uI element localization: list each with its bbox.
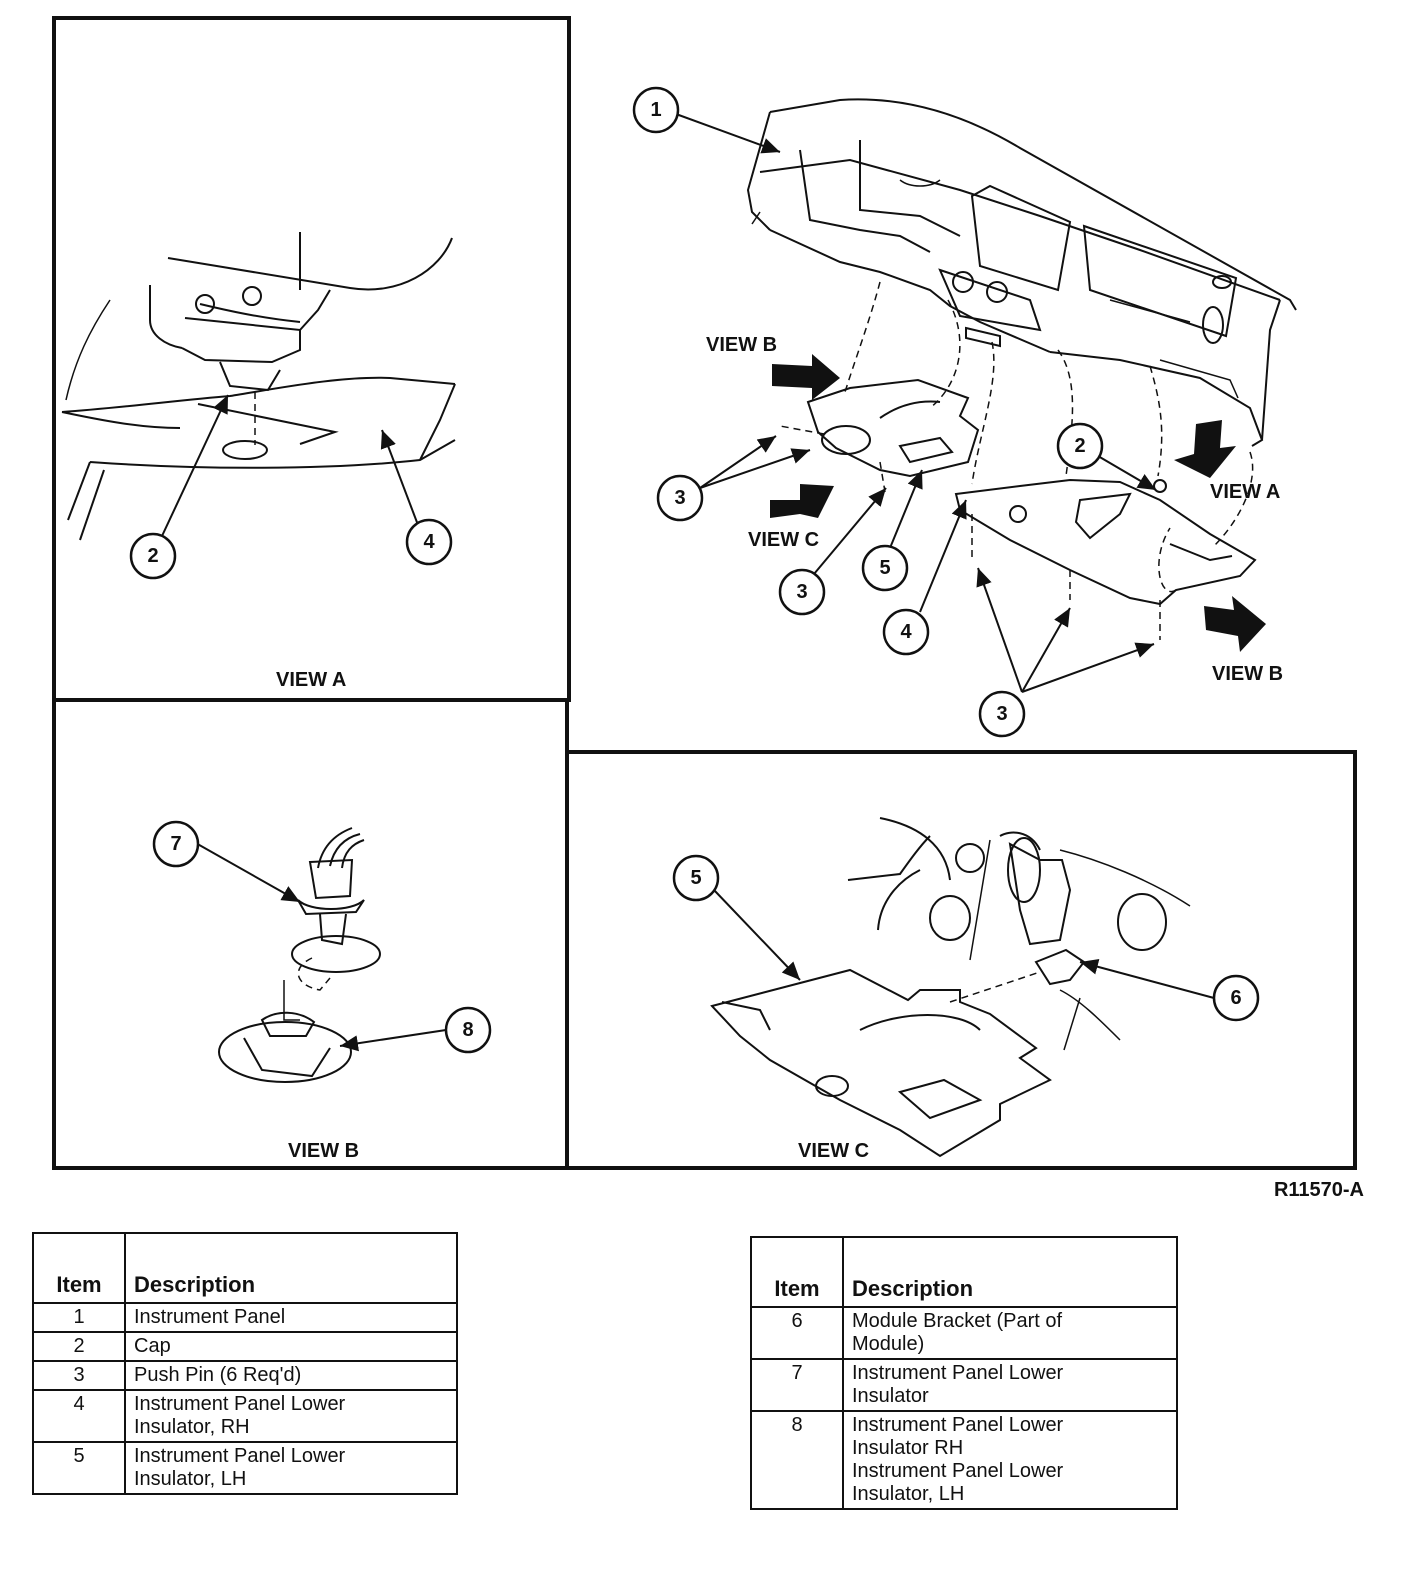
callout-2-overview: 2 xyxy=(1056,422,1104,470)
description-header: Description xyxy=(842,1236,1178,1308)
legend-item-number: 2 xyxy=(32,1331,126,1362)
view-a-drawing xyxy=(61,232,456,541)
svg-text:6: 6 xyxy=(1230,987,1241,1009)
view-b-arrow-bottom xyxy=(1204,596,1266,652)
legend-header-row: Item Description xyxy=(32,1232,458,1304)
callout-4-overview: 4 xyxy=(882,608,930,656)
view-b-drawing xyxy=(218,827,381,1083)
view-a-title: VIEW A xyxy=(276,669,346,691)
view-c-title: VIEW C xyxy=(798,1140,869,1162)
view-c-frame xyxy=(565,750,1357,1170)
callout-2-view-a: 2 xyxy=(129,532,177,580)
callout-5-overview: 5 xyxy=(861,544,909,592)
view-b-title: VIEW B xyxy=(288,1140,359,1162)
description-header: Description xyxy=(124,1232,458,1304)
svg-text:1: 1 xyxy=(650,99,661,121)
callout-3-bottom: 3 xyxy=(978,690,1026,738)
callout-3-left: 3 xyxy=(656,474,704,522)
view-c-drawing xyxy=(710,817,1191,1158)
callout-7: 7 xyxy=(152,820,200,868)
view-c-arrow xyxy=(770,484,834,518)
svg-text:4: 4 xyxy=(423,531,435,553)
callout-6: 6 xyxy=(1212,974,1260,1022)
item-header: Item xyxy=(32,1232,126,1304)
svg-text:5: 5 xyxy=(690,867,701,889)
svg-text:2: 2 xyxy=(147,545,158,567)
legend-item-description: Cap xyxy=(124,1331,458,1362)
svg-text:8: 8 xyxy=(462,1019,473,1041)
legend-item-number: 6 xyxy=(750,1306,844,1360)
overview-view-b-label-top: VIEW B xyxy=(706,334,777,356)
overview-view-a-label: VIEW A xyxy=(1210,481,1280,503)
callout-4-view-a: 4 xyxy=(405,518,453,566)
view-b-frame xyxy=(52,698,569,1170)
exploded-diagram: 1 3 3 5 4 2 3 2 4 7 8 5 6 VIEW A VIEW B … xyxy=(52,16,1364,1201)
svg-text:4: 4 xyxy=(900,621,912,643)
legend-item-number: 3 xyxy=(32,1360,126,1391)
view-b-arrow-top xyxy=(772,354,840,400)
figure-reference: R11570-A xyxy=(1274,1179,1364,1201)
item-header: Item xyxy=(750,1236,844,1308)
callout-8: 8 xyxy=(444,1006,492,1054)
legend-item-number: 1 xyxy=(32,1302,126,1333)
svg-text:3: 3 xyxy=(996,703,1007,725)
view-a-arrow xyxy=(1174,420,1236,478)
callout-3-mid: 3 xyxy=(778,568,826,616)
overview-view-b-label-bottom: VIEW B xyxy=(1212,663,1283,685)
legend-item-number: 5 xyxy=(32,1441,126,1495)
legend-item-number: 8 xyxy=(750,1410,844,1510)
legend-item-description: Instrument Panel xyxy=(124,1302,458,1333)
svg-text:3: 3 xyxy=(674,487,685,509)
callout-1: 1 xyxy=(632,86,680,134)
svg-text:7: 7 xyxy=(170,833,181,855)
overview-drawing xyxy=(746,98,1297,652)
callout-5-view-c: 5 xyxy=(672,854,720,902)
legend-item-description: Push Pin (6 Req'd) xyxy=(124,1360,458,1391)
legend-header-row: Item Description xyxy=(750,1236,1178,1308)
svg-text:3: 3 xyxy=(796,581,807,603)
legend-item-number: 4 xyxy=(32,1389,126,1443)
legend-item-number: 7 xyxy=(750,1358,844,1412)
overview-view-c-label: VIEW C xyxy=(748,529,819,551)
svg-text:5: 5 xyxy=(879,557,890,579)
view-a-frame xyxy=(52,16,571,702)
svg-text:2: 2 xyxy=(1074,435,1085,457)
